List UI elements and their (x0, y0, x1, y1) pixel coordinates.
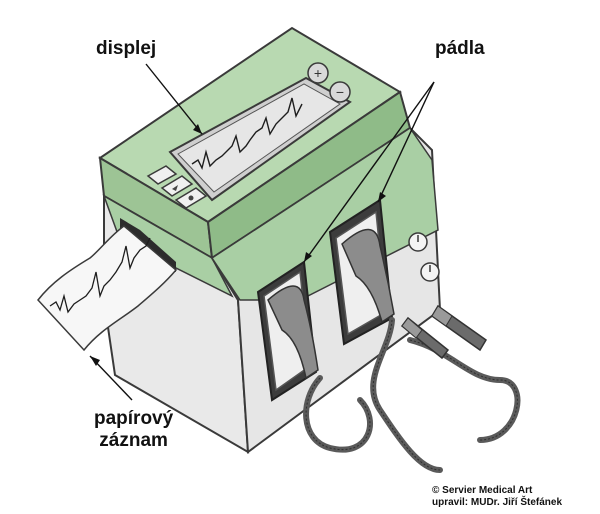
triangle-icon (172, 185, 178, 191)
arrowhead-display (193, 124, 202, 134)
label-paddles: pádla (435, 38, 485, 59)
label-display: displej (96, 38, 157, 59)
control-buttons (146, 165, 208, 209)
ecg-trace-screen (191, 97, 303, 171)
leader-display (145, 63, 203, 135)
svg-text:−: − (336, 84, 344, 100)
device-left-green (102, 194, 234, 298)
credit-line1: © Servier Medical Art (432, 485, 533, 496)
dial-knob-lower[interactable] (420, 262, 440, 282)
label-paper-line2: záznam (99, 430, 168, 451)
label-paper-record: papírový záznam (94, 408, 173, 452)
paddle-right[interactable] (328, 198, 395, 346)
svg-text:+: + (314, 65, 322, 81)
plus-button[interactable]: + (307, 62, 329, 84)
credit-line2: upravil: MUDr. Jiří Štefánek (432, 497, 563, 508)
arrowhead-paddle-left (304, 252, 312, 262)
control-button-1[interactable] (146, 165, 178, 185)
arrowhead-paper (90, 356, 100, 366)
paddle-cables-coil (305, 319, 518, 471)
leader-lines (89, 63, 435, 401)
display-screen (168, 76, 352, 202)
electrode-handle-1[interactable] (400, 316, 450, 360)
image-credit: © Servier Medical Art upravil: MUDr. Jiř… (432, 485, 562, 509)
leader-paddle-right (377, 81, 435, 203)
paddle-left[interactable] (256, 260, 319, 402)
minus-button[interactable]: − (329, 81, 351, 103)
circle-icon (188, 195, 194, 201)
leader-paddle-left (303, 81, 435, 263)
label-paper-line1: papírový (94, 408, 174, 429)
paper-strip (37, 225, 178, 352)
electrode-handle-2[interactable] (430, 304, 488, 352)
arrowhead-paddle-right (378, 192, 386, 202)
dial-knob-upper[interactable] (408, 232, 428, 252)
ecg-trace-paper (49, 237, 151, 314)
